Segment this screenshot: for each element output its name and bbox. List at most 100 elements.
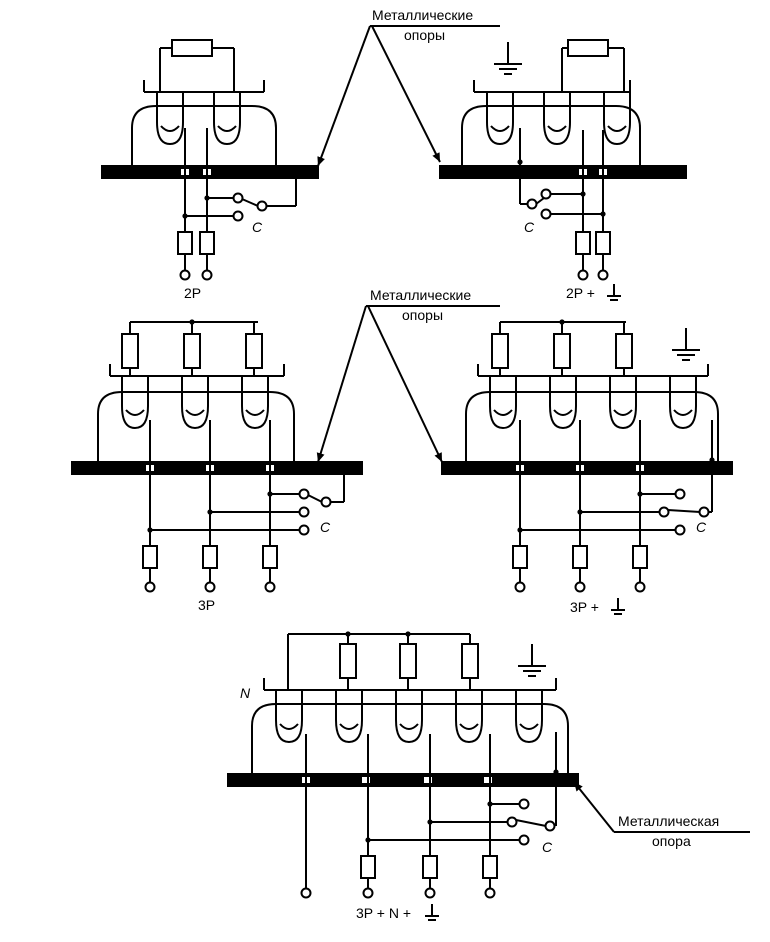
output-terminal — [179, 269, 191, 281]
breaker-3p-ground — [441, 319, 733, 593]
support-label-bottom-line2: опора — [652, 833, 691, 849]
caption-ground-glyphs — [425, 284, 625, 921]
pole-contact — [459, 723, 479, 730]
housing — [131, 105, 277, 166]
caption-d2: 2P + — [566, 285, 595, 301]
callout-arrow-left-mid — [316, 305, 367, 463]
rail-window — [360, 775, 372, 785]
switch-contact — [518, 798, 530, 810]
resistor — [491, 333, 509, 369]
housing — [465, 391, 719, 462]
switch-blade — [307, 494, 323, 503]
pole-contact — [339, 723, 359, 730]
pole-shell — [609, 376, 637, 430]
fuse — [360, 855, 376, 879]
pole-shell — [181, 376, 209, 430]
fuse — [142, 545, 158, 569]
supports-label-mid-line2: опоры — [402, 307, 443, 323]
pole-shell — [543, 92, 571, 146]
resistor — [339, 643, 357, 679]
support-label-bottom-line1: Металлическая — [618, 813, 719, 829]
rail-window — [482, 775, 494, 785]
fuse — [202, 545, 218, 569]
pole-shell — [156, 92, 184, 146]
caption-d3: 3P — [198, 597, 215, 613]
resistor — [245, 333, 263, 369]
callout-arrow-right-mid — [367, 305, 443, 463]
fuse — [595, 231, 611, 255]
pole-contact — [279, 723, 299, 730]
supports-label-mid-line1: Металлические — [370, 287, 471, 303]
switch-contact — [674, 524, 686, 536]
pole-contact — [399, 723, 419, 730]
pole-shell — [395, 690, 423, 744]
fuse — [422, 855, 438, 879]
output-terminal — [577, 269, 589, 281]
resistor — [121, 333, 139, 369]
breaker-2p-ground — [439, 39, 687, 281]
pole-shell — [515, 690, 543, 744]
c-label-d2: C — [524, 219, 535, 235]
pole-shell — [275, 690, 303, 744]
output-terminal — [574, 581, 586, 593]
output-terminal — [424, 887, 436, 899]
switch-blade — [515, 819, 547, 827]
switch-contact — [320, 496, 332, 508]
resistor — [567, 39, 609, 57]
housing — [97, 391, 295, 462]
switch-contact — [518, 834, 530, 846]
resistor — [615, 333, 633, 369]
output-terminal — [204, 581, 216, 593]
fuse — [262, 545, 278, 569]
layer-static — [316, 25, 750, 833]
n-label-d5: N — [240, 685, 251, 701]
pole-shell — [213, 92, 241, 146]
pole-contact — [613, 409, 633, 416]
mounting-rail — [227, 773, 579, 787]
pole-contact — [245, 409, 265, 416]
resistor — [553, 333, 571, 369]
pole-shell — [486, 92, 514, 146]
c-label-d3: C — [320, 519, 331, 535]
mounting-rail — [71, 461, 363, 475]
fuse — [572, 545, 588, 569]
callout-arrow-left-top — [317, 25, 371, 167]
switch-contact — [298, 506, 310, 518]
mounting-rail — [441, 461, 733, 475]
pole-contact — [607, 125, 627, 132]
pole-contact — [553, 409, 573, 416]
switch-contact — [298, 488, 310, 500]
pole-shell — [549, 376, 577, 430]
switch-contact — [232, 192, 244, 204]
switch-contact — [526, 198, 538, 210]
pole-contact — [519, 723, 539, 730]
pole-contact — [490, 125, 510, 132]
switch-blade — [241, 198, 259, 207]
c-label-d5: C — [542, 839, 553, 855]
callout-arrow-bottom — [573, 781, 615, 833]
switch-blade — [667, 509, 701, 513]
breaker-3p — [71, 319, 363, 593]
output-terminal — [201, 269, 213, 281]
pole-contact — [493, 409, 513, 416]
switch-contact — [658, 506, 670, 518]
rail-window — [422, 775, 434, 785]
mounting-rail — [439, 165, 687, 179]
switch-blade — [535, 197, 545, 205]
switch-contact — [506, 816, 518, 828]
output-terminal — [144, 581, 156, 593]
output-terminal — [514, 581, 526, 593]
fuse — [512, 545, 528, 569]
breaker-3p-n-ground — [227, 631, 579, 899]
pole-shell — [669, 376, 697, 430]
housing — [461, 105, 641, 166]
switch-contact — [540, 188, 552, 200]
output-terminal — [634, 581, 646, 593]
output-terminal — [362, 887, 374, 899]
pole-shell — [121, 376, 149, 430]
pole-shell — [455, 690, 483, 744]
breaker-2p — [101, 39, 319, 281]
switch-contact — [256, 200, 268, 212]
